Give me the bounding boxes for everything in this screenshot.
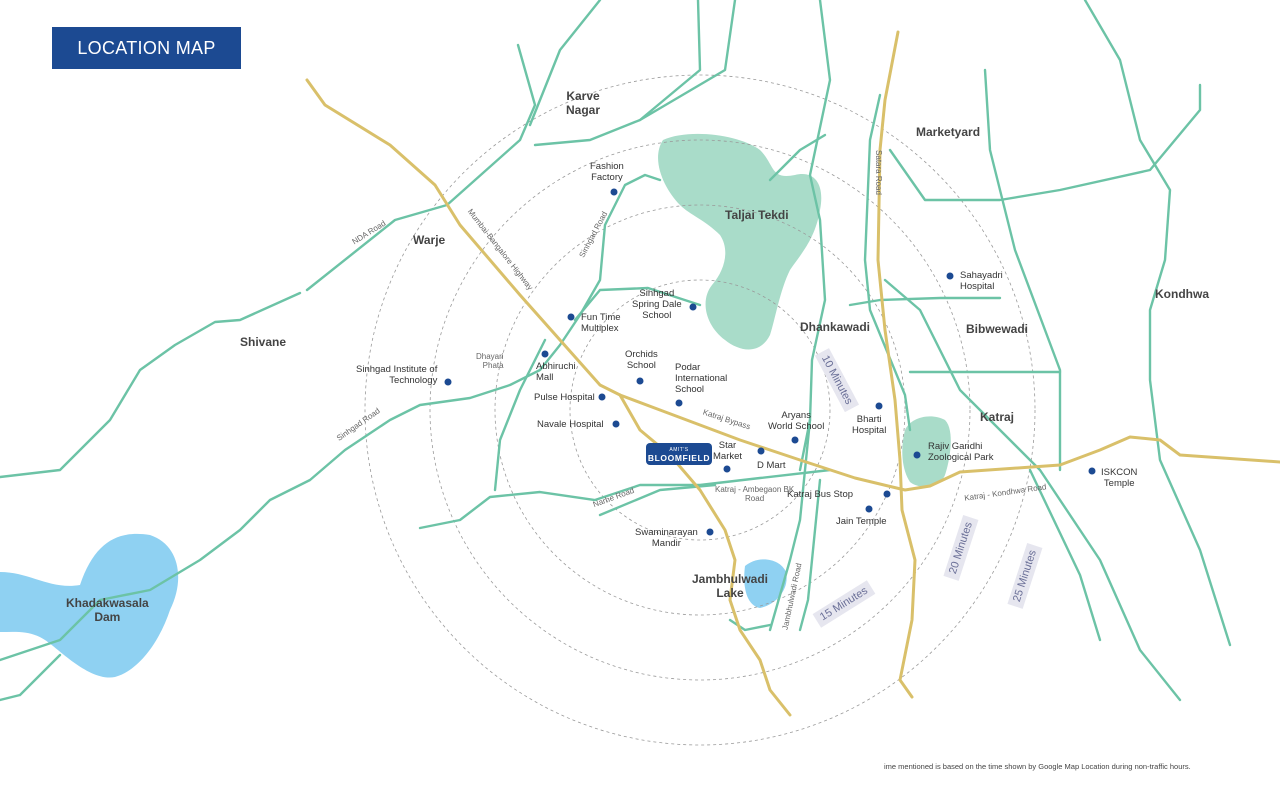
area-khadakwasala-dam: Khadakwasala Dam — [66, 596, 149, 624]
label-podar: Podar International School — [675, 362, 728, 395]
marker-swaminarayan — [706, 528, 714, 536]
ring-20-minutes — [429, 139, 971, 681]
label-abhiruchi: Abhiruchi Mall — [536, 361, 576, 383]
road-east-hills — [638, 0, 737, 122]
area-marketyard: Marketyard — [916, 125, 981, 139]
road-lake-south — [728, 618, 772, 632]
marker-katraj-bus — [883, 490, 891, 498]
road-kondhwa-v — [1028, 468, 1102, 642]
marker-podar — [675, 399, 683, 407]
road-abhiruchi — [493, 338, 547, 492]
area-taljai-tekdi: Taljai Tekdi — [725, 208, 789, 222]
road-marketyard-v2 — [1083, 0, 1232, 647]
ring-15-minutes — [494, 204, 906, 616]
label-katraj-bus: Katraj Bus Stop — [787, 489, 854, 500]
area-katraj: Katraj — [980, 410, 1015, 424]
label-navale: Navale Hospital — [537, 419, 604, 430]
road-label-ambegaon: Katraj - Ambegaon BK Road — [715, 485, 795, 503]
road-dhankawadi-vertical — [798, 0, 832, 472]
marker-abhiruchi — [541, 350, 549, 358]
taljai-tekdi-area — [658, 133, 822, 350]
marker-pulse — [598, 393, 606, 401]
project-name: BLOOMFIELD — [647, 453, 711, 463]
label-pulse: Pulse Hospital — [534, 392, 595, 403]
label-orchids: Orchids School — [625, 349, 658, 371]
highway-mumbai-bangalore — [305, 78, 1280, 492]
marker-iskcon — [1088, 467, 1096, 475]
ring-25-minutes — [364, 74, 1036, 746]
area-karve-nagar: Karve Nagar — [566, 89, 601, 117]
road-narhe — [418, 468, 832, 530]
road-marketyard-v1 — [983, 68, 1062, 472]
road-satara-east — [883, 278, 1182, 702]
road-east-branch — [863, 93, 912, 432]
area-bibwewadi: Bibwewadi — [966, 322, 1029, 336]
marker-aryans — [791, 436, 799, 444]
footnote: ime mentioned is based on the time shown… — [884, 762, 1191, 771]
road-nda — [305, 43, 537, 292]
label-swaminarayan: Swaminarayan Mandir — [635, 527, 698, 549]
marker-orchids — [636, 377, 644, 385]
label-star-market: Star Market — [713, 440, 743, 462]
zoological-park-area — [902, 416, 951, 487]
marker-sahyadri — [946, 272, 954, 280]
road-dhankawadi-branch — [768, 133, 827, 182]
road-west-lower — [0, 653, 62, 702]
label-rajiv: Rajiv Gandhi Zoological Park — [928, 441, 994, 463]
area-dhankawadi: Dhankawadi — [800, 320, 871, 334]
marker-rajiv — [913, 451, 921, 459]
road-sinhgad-upper — [573, 286, 702, 322]
label-aryans: Aryans World School — [768, 410, 825, 432]
road-label-satara: Satara Road — [873, 150, 883, 195]
area-jambhulwadi-lake: Jambhulwadi Lake — [692, 572, 769, 600]
marker-fun-time — [567, 313, 575, 321]
marker-star-market — [723, 465, 731, 473]
label-sinhgad-inst: Sinhgad Institute of Technology — [356, 364, 438, 386]
label-sahyadri: Sahayadri Hospital — [960, 270, 1003, 292]
project-prefix: AMIT'S — [669, 447, 689, 453]
road-shivane-west — [0, 291, 302, 479]
label-dmart: D Mart — [757, 460, 786, 471]
project-bloomfield-marker[interactable]: AMIT'S BLOOMFIELD — [646, 443, 712, 465]
ring-10-minutes — [569, 279, 831, 541]
area-warje: Warje — [413, 233, 446, 247]
marker-jain — [865, 505, 873, 513]
label-iskcon: ISKCON Temple — [1101, 467, 1138, 489]
road-jambhulwadi — [768, 418, 812, 632]
label-jain: Jain Temple — [836, 516, 887, 527]
road-marketyard — [888, 83, 1202, 202]
khadakwasala-dam-water — [0, 533, 179, 678]
jambhulwadi-lake-water — [744, 559, 787, 608]
marker-sinhgad-inst — [444, 378, 452, 386]
marker-dmart — [757, 447, 765, 455]
highway-satara-road — [876, 30, 917, 699]
label-sinhgad-spring: Sinhgad Spring Dale School — [632, 288, 682, 321]
road-karve-mid — [528, 0, 602, 127]
label-fashion-factory: Fashion Factory — [590, 161, 624, 183]
page-title: LOCATION MAP — [52, 27, 241, 69]
road-katraj-south — [798, 478, 822, 632]
marker-fashion-factory — [610, 188, 618, 196]
area-kondhwa: Kondhwa — [1155, 287, 1209, 301]
area-shivane: Shivane — [240, 335, 287, 349]
label-bharti: Bharti Hospital — [852, 414, 887, 436]
road-karve-top — [533, 0, 702, 147]
label-fun-time: Fun Time Multiplex — [581, 312, 621, 334]
road-label-dhayari: Dhayari Phata — [476, 352, 504, 370]
road-bibwewadi-h — [848, 296, 1002, 307]
marker-navale — [612, 420, 620, 428]
marker-bharti — [875, 402, 883, 410]
marker-sinhgad-spring — [689, 303, 697, 311]
road-sinhgad-lower — [0, 173, 662, 662]
